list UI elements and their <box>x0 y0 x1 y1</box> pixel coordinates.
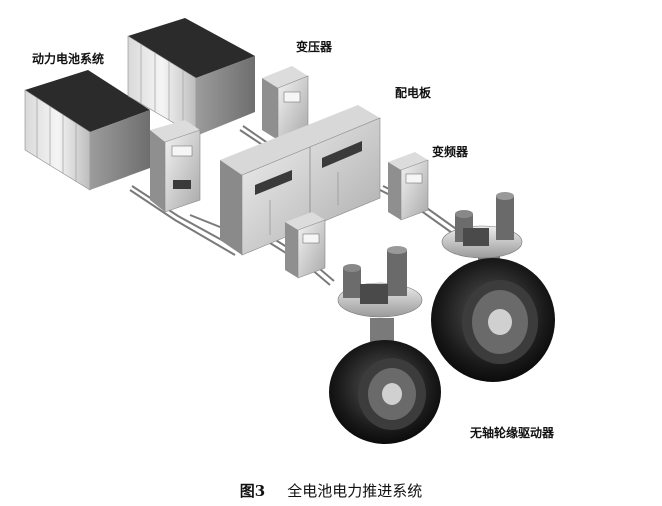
inverter-cabinet <box>388 152 429 221</box>
label-battery-system: 动力电池系统 <box>32 52 105 66</box>
label-rim-drive: 无轴轮缘驱动器 <box>470 426 555 440</box>
distribution-board <box>220 105 381 256</box>
battery-pack-left <box>24 70 150 191</box>
rim-drive-thruster-right <box>431 192 555 382</box>
transformer-cabinet <box>262 66 309 141</box>
figure-caption: 图3 全电池电力推进系统 <box>0 480 662 501</box>
label-transformer: 变压器 <box>296 40 333 54</box>
label-distribution-board: 配电板 <box>395 86 432 100</box>
label-inverter: 变频器 <box>432 145 469 159</box>
figure-title: 全电池电力推进系统 <box>287 482 423 500</box>
propulsion-illustration <box>24 18 555 444</box>
inverter-cabinet-front <box>285 212 326 279</box>
rim-drive-thruster-left <box>329 246 441 444</box>
figure-number: 图3 <box>239 482 266 500</box>
battery-pack-top <box>127 18 255 137</box>
battery-converter-cabinet <box>150 120 201 213</box>
